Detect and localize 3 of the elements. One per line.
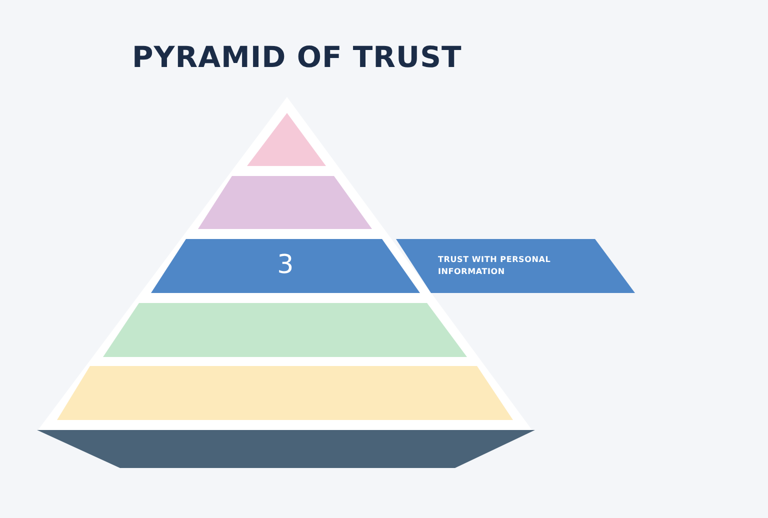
diagram-title: PYRAMID OF TRUST [132, 40, 462, 74]
tier-number: 3 [277, 249, 294, 282]
banner-label: TRUST WITH PERSONAL INFORMATION [438, 254, 552, 278]
